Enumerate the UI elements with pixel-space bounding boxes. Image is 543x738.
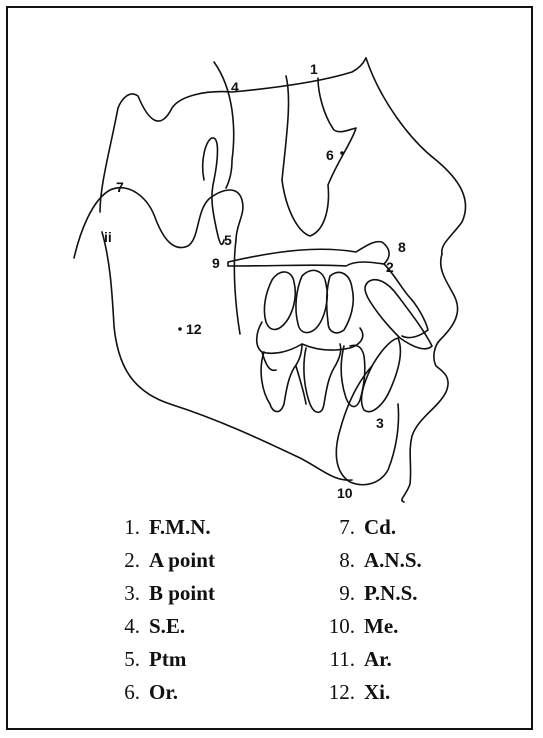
legend-number: 11.	[325, 646, 355, 672]
lower-molar-1	[261, 344, 302, 412]
landmark-marker-9: 9	[212, 255, 220, 271]
posterior-ramus	[102, 232, 352, 480]
upper-molar-2	[296, 270, 327, 332]
nasal-bone	[366, 58, 466, 254]
landmark-legend: 1. F.M.N. 7. Cd. 2. A point 8. A.N.S. 3. B po…	[110, 514, 510, 705]
legend-label: Or.	[149, 679, 178, 705]
landmark-marker-11: ii	[104, 229, 112, 245]
legend-item: 3. B point	[110, 580, 325, 606]
legend-item: 7. Cd.	[325, 514, 510, 540]
soft-tissue-profile	[402, 254, 458, 502]
legend-number: 2.	[110, 547, 140, 573]
legend-item: 5. Ptm	[110, 646, 325, 672]
legend-label: Ar.	[364, 646, 392, 672]
legend-number: 9.	[325, 580, 355, 606]
landmark-marker-5: 5	[224, 232, 232, 248]
maxillary-alveolus	[384, 264, 428, 338]
legend-number: 10.	[325, 613, 355, 639]
legend-number: 6.	[110, 679, 140, 705]
palatal-plane	[228, 242, 389, 266]
upper-molar-crowns	[257, 322, 363, 353]
landmark-marker-3: 3	[376, 415, 384, 431]
legend-label: Ptm	[149, 646, 186, 672]
orbit-outline	[282, 76, 356, 236]
orbitale-dot	[340, 151, 344, 155]
cranial-base-outline	[118, 58, 366, 121]
anterior-ramus	[234, 240, 240, 334]
legend-label: F.M.N.	[149, 514, 211, 540]
legend-item: 4. S.E.	[110, 613, 325, 639]
legend-label: Xi.	[364, 679, 390, 705]
condyle-outline	[74, 188, 243, 258]
legend-item: 12. Xi.	[325, 679, 510, 705]
lower-incisor	[362, 338, 401, 412]
legend-number: 7.	[325, 514, 355, 540]
upper-molar-1	[264, 272, 295, 330]
landmark-marker-6: 6	[326, 147, 334, 163]
legend-item: 2. A point	[110, 547, 325, 573]
legend-item: 11. Ar.	[325, 646, 510, 672]
legend-label: Me.	[364, 613, 398, 639]
mandibular-symphysis	[336, 366, 398, 485]
legend-number: 4.	[110, 613, 140, 639]
landmark-marker-7: 7	[116, 179, 124, 195]
landmark-marker-1: 1	[310, 61, 318, 77]
legend-label: Cd.	[364, 514, 396, 540]
legend-item: 9. P.N.S.	[325, 580, 510, 606]
landmark-marker-2: 2	[386, 259, 394, 275]
legend-item: 1. F.M.N.	[110, 514, 325, 540]
landmark-marker-8: 8	[398, 239, 406, 255]
legend-number: 12.	[325, 679, 355, 705]
legend-item: 10. Me.	[325, 613, 510, 639]
xi-point-dot	[178, 327, 182, 331]
legend-number: 3.	[110, 580, 140, 606]
legend-item: 8. A.N.S.	[325, 547, 510, 573]
legend-label: B point	[149, 580, 215, 606]
landmark-marker-4: 4	[231, 79, 239, 95]
landmark-marker-10: 10	[337, 485, 353, 501]
legend-label: A point	[149, 547, 215, 573]
legend-label: A.N.S.	[364, 547, 422, 573]
legend-number: 8.	[325, 547, 355, 573]
legend-label: S.E.	[149, 613, 185, 639]
landmark-marker-12: 12	[186, 321, 202, 337]
upper-premolar	[327, 272, 354, 332]
legend-item: 6. Or.	[110, 679, 325, 705]
lower-premolar	[341, 345, 365, 406]
lower-molar-2	[304, 344, 341, 412]
legend-label: P.N.S.	[364, 580, 418, 606]
legend-number: 1.	[110, 514, 140, 540]
legend-number: 5.	[110, 646, 140, 672]
